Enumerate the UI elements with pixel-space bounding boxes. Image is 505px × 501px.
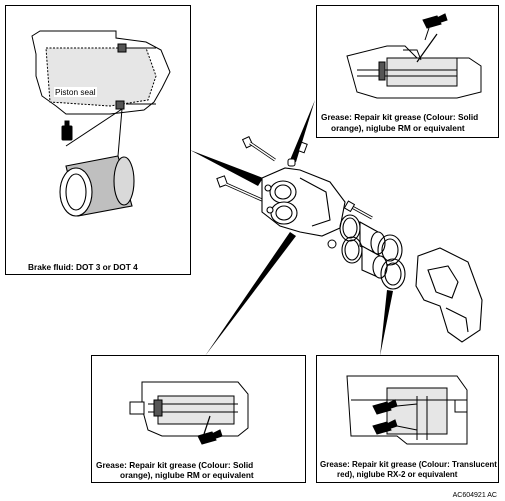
caliper-pin-drawing-bottom: [129, 381, 249, 445]
dust-boot-lower: [380, 258, 406, 290]
grease-caption-bottom-center-line2: orange), niglube RM or equivalent: [120, 470, 254, 480]
reference-code: AC604921 AC: [452, 492, 497, 499]
grease-gun-icon: [197, 429, 223, 445]
small-bushing: [327, 239, 337, 249]
leader-top-left: [190, 150, 263, 186]
piston-upper: [359, 221, 386, 255]
callout-grease-bottom-right: Grease: Repair kit grease (Colour: Trans…: [316, 355, 499, 483]
callout-grease-top: Grease: Repair kit grease (Colour: Solid…: [316, 5, 499, 138]
bleeder-screw: [287, 141, 308, 167]
caliper-body: [261, 167, 346, 237]
caliper-pin-drawing-top: [346, 13, 482, 99]
piston-drawing: [59, 155, 135, 217]
callout-piston-seal: Piston seal Brake fluid: DOT 3 or DOT 4: [5, 5, 191, 275]
grease-caption-bottom-right-line1: Grease: Repair kit grease (Colour: Trans…: [320, 460, 497, 469]
grease-gun-icon: [422, 13, 448, 41]
grease-caption-top-line1: Grease: Repair kit grease (Colour: Solid: [321, 112, 479, 122]
caliper-seal-drawing-bottom-right: [346, 375, 468, 445]
brake-fluid-bottle-icon: [61, 120, 73, 141]
grease-caption-bottom-center-line1: Grease: Repair kit grease (Colour: Solid: [96, 460, 254, 470]
dust-boot-upper: [377, 234, 403, 266]
upper-bolt: [241, 136, 276, 162]
brake-fluid-caption: Brake fluid: DOT 3 or DOT 4: [28, 262, 138, 272]
leader-bottom-right: [380, 290, 393, 356]
guide-pin: [343, 200, 373, 220]
grease-caption-bottom-right-line2: red), niglube RX-2 or equivalent: [337, 470, 458, 479]
grease-gun-icon: [372, 399, 398, 415]
piston-seal-label: Piston seal: [54, 87, 97, 97]
grease-caption-top-line2: orange), niglube RM or equivalent: [331, 123, 465, 133]
lower-bolt: [216, 175, 263, 202]
piston-seal-drawing: [31, 30, 171, 217]
piston-lower: [361, 245, 388, 279]
callout-grease-bottom-center: Grease: Repair kit grease (Colour: Solid…: [91, 355, 306, 483]
leader-bottom-center: [205, 232, 296, 356]
leader-top-right: [290, 100, 315, 162]
caliper-support: [415, 247, 483, 343]
grease-gun-icon: [372, 419, 398, 435]
